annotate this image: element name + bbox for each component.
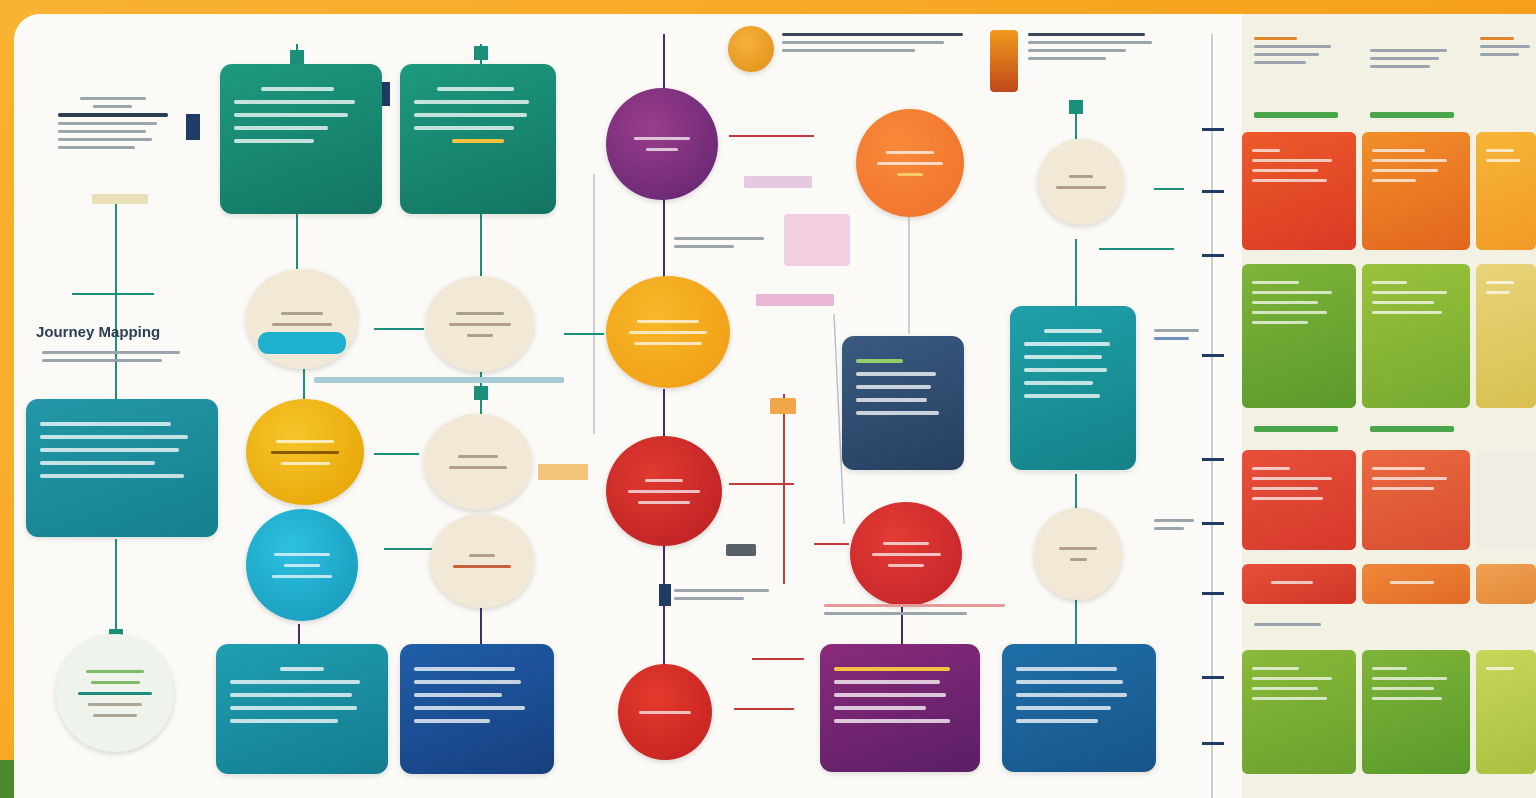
center-note-2 [674,584,774,605]
node-amber [246,399,364,505]
matrix-header-3 [1480,32,1536,61]
node-icon [659,584,671,606]
matrix-cell-r2c3 [1476,264,1536,408]
timeline-note [1154,324,1204,345]
stage-card-1 [220,64,382,214]
pink-tag [744,176,812,188]
stage-card-2 [400,64,556,214]
left-header-note [58,92,168,154]
connector-line [833,313,845,525]
node-cream-3 [424,414,532,510]
matrix-cell-r3c2 [1362,450,1470,550]
outcome-card-4 [1002,644,1156,772]
node-cream-6 [1034,508,1122,600]
legend-dot [728,26,774,72]
node-orange [856,109,964,217]
timeline-tick [1202,190,1224,193]
node-icon [1069,100,1083,114]
pink-tag [756,294,834,306]
node-cream-1 [246,269,358,369]
node-icon [290,50,304,64]
red-node-note [824,599,1014,620]
matrix-cell-r4c1 [1242,564,1356,604]
timeline-tick [1202,742,1224,745]
timeline-note [1154,514,1204,535]
matrix-cell-r2c1 [1242,264,1356,408]
stage-card-navy [842,336,964,470]
matrix-cell-r5c1 [1242,650,1356,774]
gray-tag [726,544,756,556]
matrix-cell-r1c1 [1242,132,1356,250]
node-cream-2 [426,276,534,372]
legend-bar-icon [990,30,1018,92]
center-note-1 [674,232,774,253]
left-step-card [26,399,218,537]
title-subnote [42,346,192,367]
matrix-divider [1370,426,1454,432]
timeline-tick [1202,354,1224,357]
node-cream-5 [1038,139,1124,225]
connector-layer [72,34,1213,798]
outcome-card-2 [400,644,554,774]
matrix-footnote [1254,618,1338,631]
node-purple [606,88,718,200]
outcome-card-3 [820,644,980,772]
outcome-card-1 [216,644,388,774]
matrix-cell-r3c3 [1476,450,1536,550]
matrix-cell-r5c3 [1476,650,1536,774]
timeline-tick [1202,128,1224,131]
timeline-tick [1202,522,1224,525]
mid-caption [314,372,564,388]
timeline-tick [1202,254,1224,257]
node-icon [474,386,488,400]
node-red-2 [618,664,712,760]
matrix-cell-r2c2 [1362,264,1470,408]
matrix-cell-r4c2 [1362,564,1470,604]
page-title: Journey Mapping [36,324,161,341]
legend-note-1 [782,28,972,57]
timeline-tick [1202,592,1224,595]
node-cream-1-band [258,332,346,354]
matrix-divider [1254,112,1338,118]
node-red-3 [850,502,962,606]
matrix-cell-r1c2 [1362,132,1470,250]
timeline-tick [1202,676,1224,679]
matrix-cell-r3c1 [1242,450,1356,550]
matrix-header-1 [1254,32,1340,69]
matrix-divider [1254,426,1338,432]
matrix-cell-r5c2 [1362,650,1470,774]
left-start-node [56,634,174,752]
node-icon [186,114,200,140]
timeline-tick [1202,458,1224,461]
label-tag [92,194,148,204]
matrix-cell-r4c3 [1476,564,1536,604]
node-cyan [246,509,358,621]
node-orange-amber [606,276,730,388]
pink-sticky [784,214,850,266]
matrix-divider [1370,112,1454,118]
legend-note-2 [1028,28,1158,65]
diagram-board: Journey Mapping [14,14,1536,798]
stage-card-teal [1010,306,1136,470]
orange-tag [770,398,796,414]
matrix-header-2 [1370,44,1456,73]
node-icon [474,46,488,60]
matrix-cell-r1c3 [1476,132,1536,250]
node-cream-4 [430,514,534,608]
orange-tag [538,464,588,480]
node-red-1 [606,436,722,546]
